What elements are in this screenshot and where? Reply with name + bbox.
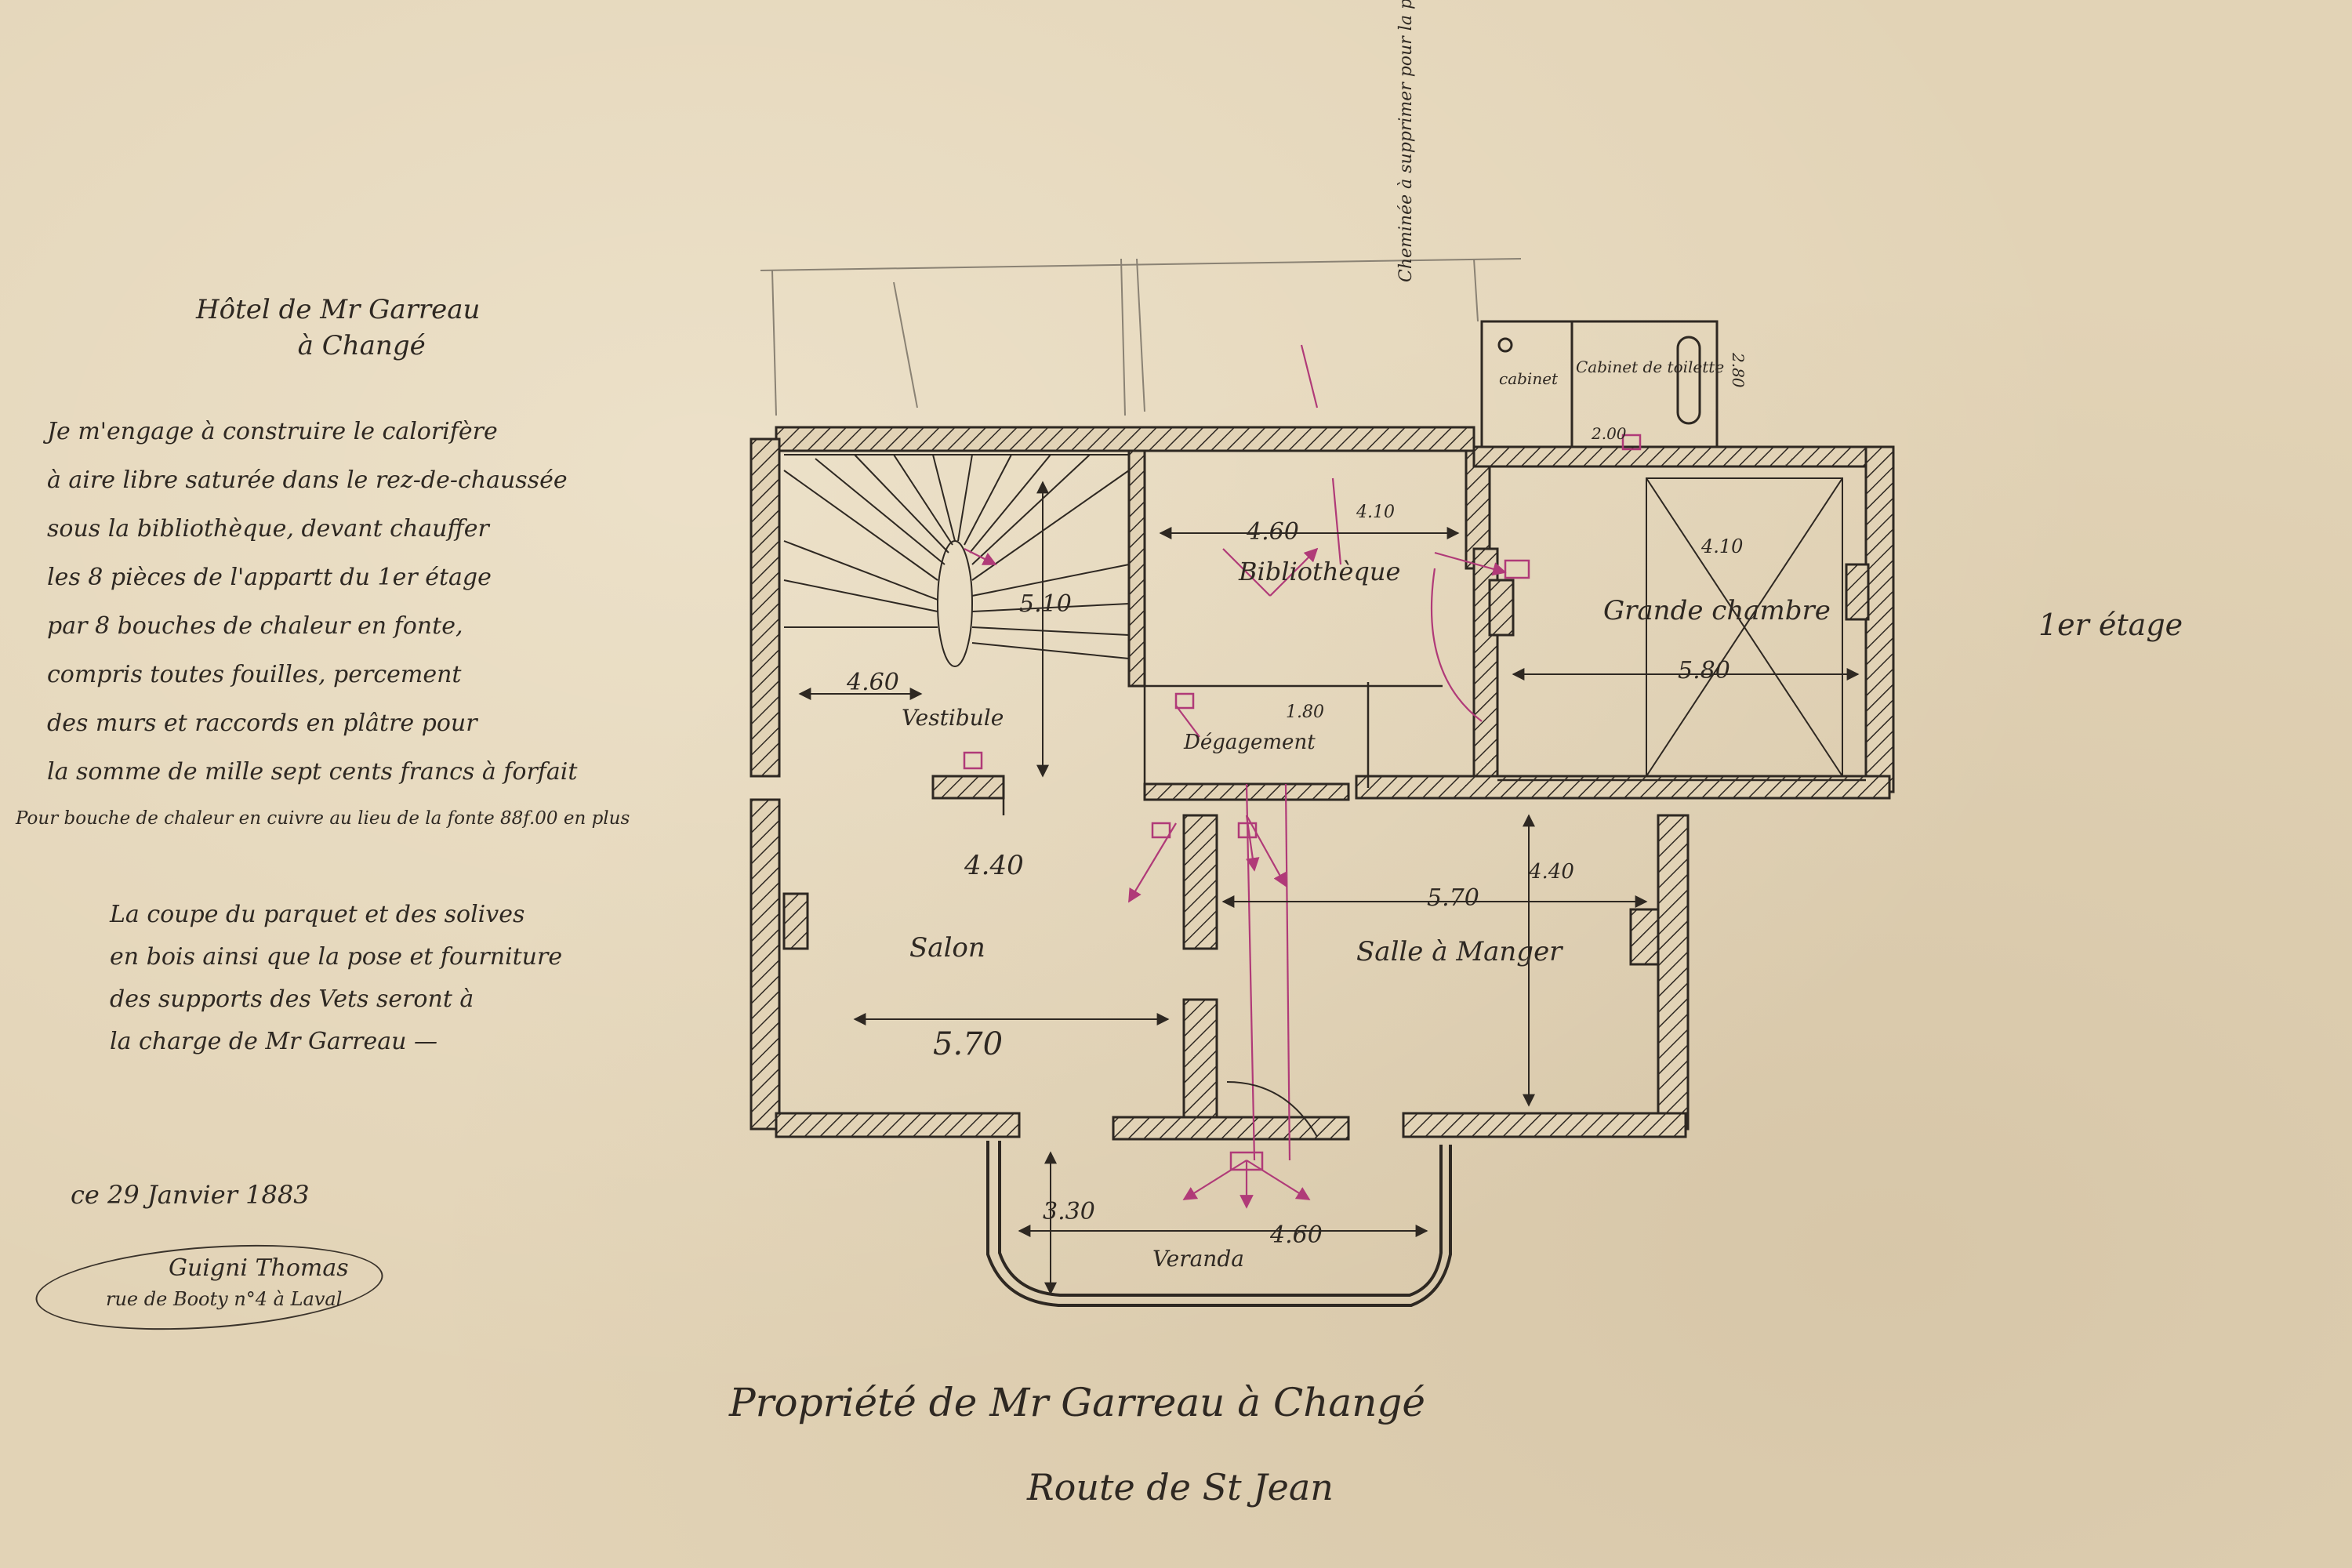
chimney-chambre — [1488, 579, 1515, 637]
annex-outline — [1480, 320, 1719, 448]
chimney-salon — [782, 892, 809, 950]
agreement-line: compris toutes fouilles, percement — [47, 661, 462, 688]
dim-biblio-height: 4.10 — [1356, 503, 1395, 522]
heating-ducts — [964, 344, 1507, 1209]
document-title: Hôtel de Mr Garreau à Changé — [196, 292, 480, 364]
dim-degagement: 1.80 — [1286, 702, 1324, 722]
agreement-line: par 8 bouches de chaleur en fonte, — [47, 612, 463, 640]
staircase — [783, 454, 1130, 667]
dim-annex-height: 2.80 — [1729, 352, 1748, 388]
supplement-line: Pour bouche de chaleur en cuivre au lieu… — [16, 808, 630, 829]
dim-chambre-height: 4.10 — [1700, 535, 1743, 557]
dim-toilette: 2.00 — [1591, 424, 1627, 443]
chimney-salle — [1629, 908, 1660, 966]
dim-biblio-width: 4.60 — [1246, 518, 1299, 546]
dimension-lines — [798, 481, 1860, 1295]
floor-label: 1er étage — [2038, 608, 2183, 642]
wall-north — [775, 426, 1475, 452]
room-veranda: Veranda — [1152, 1246, 1244, 1272]
wall-stair — [1127, 449, 1146, 688]
clause-line: la charge de Mr Garreau — — [110, 1028, 437, 1055]
dimension-labels: 4.60 5.10 4.60 4.10 5.80 4.10 4.40 5.70 … — [846, 352, 1748, 1249]
signature-address: rue de Booty n°4 à Laval — [106, 1288, 343, 1310]
wall-south-salon — [775, 1112, 1021, 1138]
clause-line: en bois ainsi que la pose et fourniture — [110, 943, 563, 971]
wall-partition-lower — [1182, 998, 1218, 1127]
dim-chambre-width: 5.80 — [1678, 657, 1730, 684]
wall-chambre-north — [1472, 445, 1891, 468]
chimney-chambre-east — [1845, 563, 1870, 621]
dim-salon-width: 5.70 — [933, 1026, 1003, 1062]
wall-east-salle — [1657, 814, 1690, 1131]
interior-lines — [1002, 465, 1866, 815]
signature-block: Guigni Thomas rue de Booty n°4 à Laval — [32, 1234, 388, 1341]
room-salon: Salon — [909, 932, 985, 964]
dim-vestibule-width: 4.60 — [846, 669, 899, 696]
wall-west-upper — [750, 437, 781, 778]
room-labels: Vestibule Bibliothèque Dégagement Grande… — [902, 358, 1831, 1272]
wall-west-lower — [750, 798, 781, 1131]
veranda-outline — [986, 1141, 1452, 1307]
wall-vestibule-south — [931, 775, 1005, 800]
room-vestibule: Vestibule — [902, 705, 1004, 731]
caption-property: Propriété de Mr Garreau à Changé — [729, 1380, 1426, 1425]
agreement-line: la somme de mille sept cents francs à fo… — [47, 758, 578, 786]
agreement-text: Je m'engage à construire le calorifère à… — [16, 408, 768, 840]
dim-veranda-depth: 3.30 — [1043, 1198, 1095, 1225]
agreement-line: des murs et raccords en plâtre pour — [47, 710, 477, 737]
room-degagement: Dégagement — [1183, 731, 1316, 754]
wall-south-salle — [1402, 1112, 1687, 1138]
dim-salon-height: 4.40 — [964, 850, 1024, 881]
dim-stair-height: 5.10 — [1019, 590, 1072, 618]
room-cabinet: cabinet — [1499, 369, 1559, 388]
heating-vents — [963, 434, 1642, 1171]
room-cabinet-toilette: Cabinet de toilette — [1576, 358, 1724, 376]
chambre-bed — [1646, 477, 1843, 777]
agreement-line: les 8 pièces de l'appartt du 1er étage — [47, 564, 492, 591]
dim-salle-height: 4.40 — [1528, 860, 1574, 884]
caption-road: Route de St Jean — [1027, 1466, 1334, 1508]
room-bibliotheque: Bibliothèque — [1238, 557, 1400, 586]
agreement-line: sous la bibliothèque, devant chauffer — [47, 515, 489, 543]
wall-south-center — [1112, 1116, 1350, 1141]
annotation-cheminee: Cheminée à supprimer pour la pièce — [1396, 0, 1416, 282]
walls — [750, 426, 1895, 1141]
clause-line: des supports des Vets seront à — [110, 985, 474, 1013]
dim-veranda-width: 4.60 — [1269, 1221, 1323, 1249]
document-date: ce 29 Janvier 1883 — [71, 1180, 310, 1210]
title-line-2: à Changé — [297, 330, 426, 361]
room-salle-a-manger: Salle à Manger — [1356, 936, 1563, 967]
room-grande-chambre: Grande chambre — [1603, 595, 1831, 626]
agreement-line: Je m'engage à construire le calorifère — [47, 418, 498, 445]
clause-line: La coupe du parquet et des solives — [110, 901, 525, 928]
clause-text: La coupe du parquet et des solives en bo… — [110, 894, 562, 1063]
wall-chambre-east — [1864, 445, 1895, 793]
agreement-line: à aire libre saturée dans le rez-de-chau… — [47, 466, 568, 494]
signature-name: Guigni Thomas — [169, 1254, 349, 1282]
wall-partition-upper — [1182, 814, 1218, 950]
dim-salle-width: 5.70 — [1427, 884, 1479, 912]
title-line-1: Hôtel de Mr Garreau — [196, 294, 481, 325]
pencil-sketch — [760, 258, 1522, 416]
